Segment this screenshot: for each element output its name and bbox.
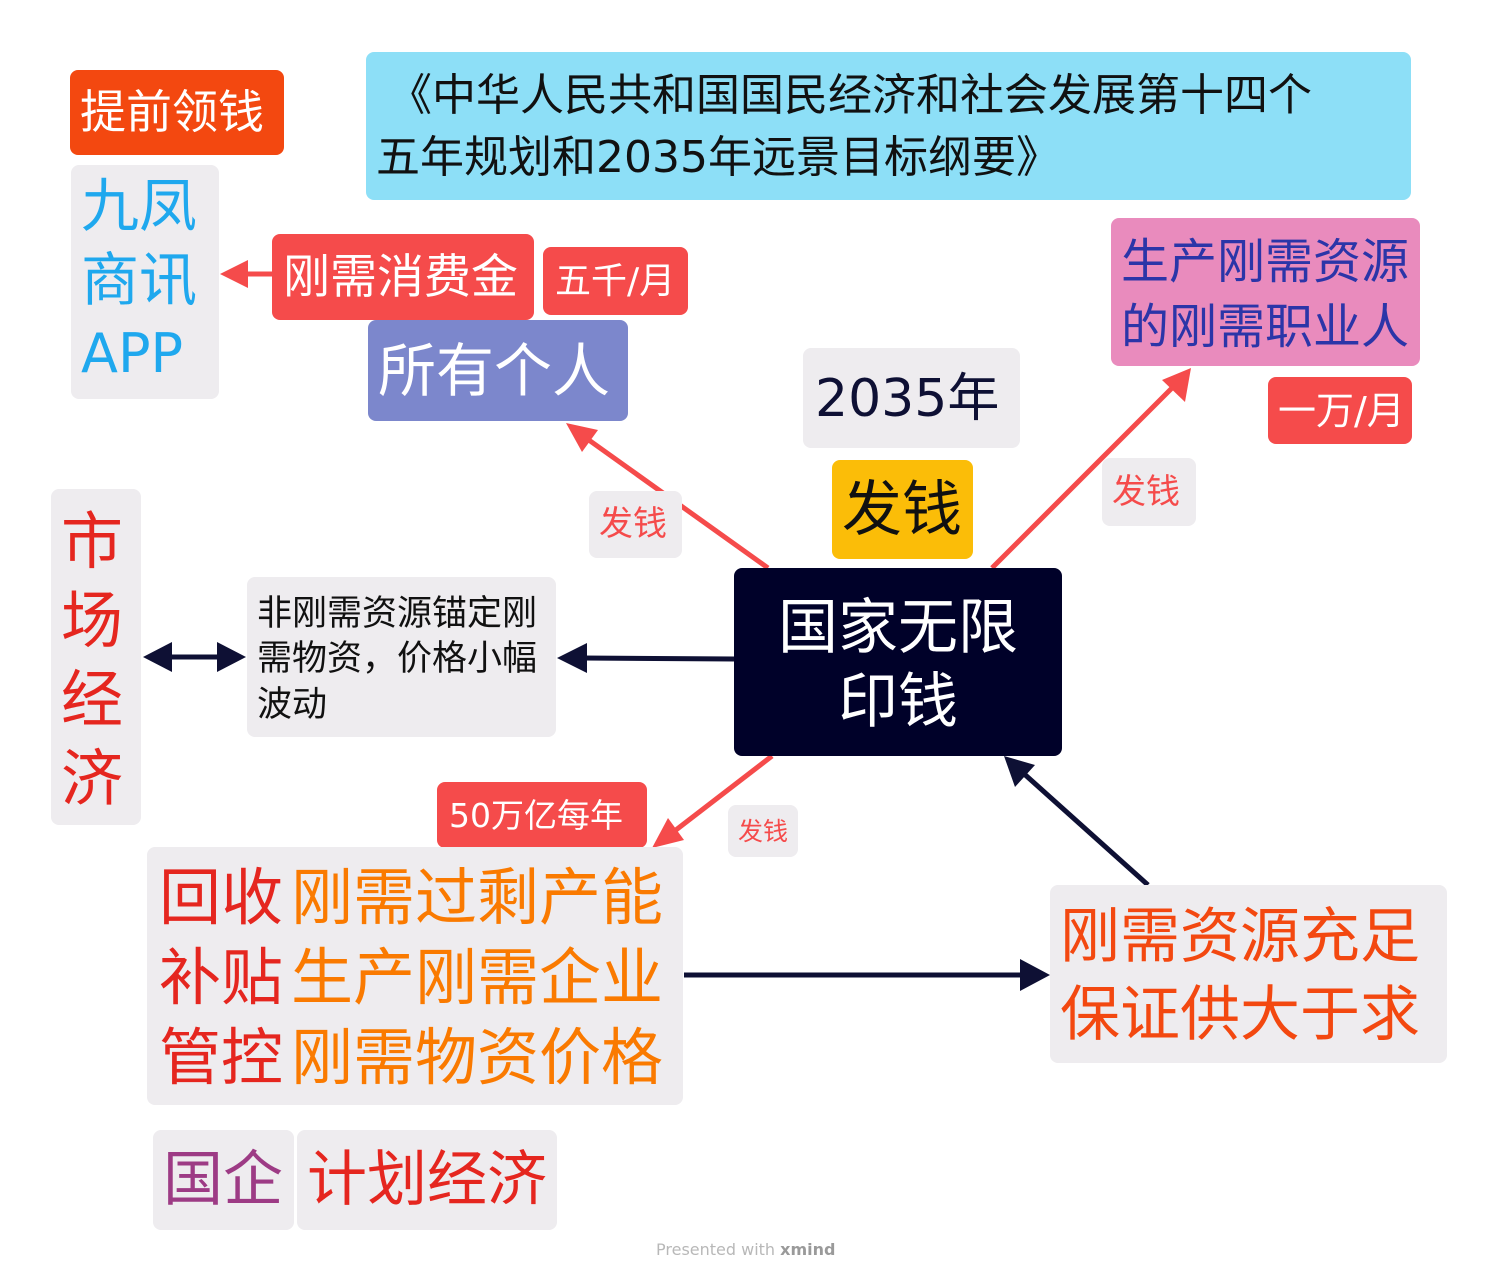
all-individuals-label: 所有个人 [378,337,611,405]
give-money-badge: 发钱 [832,460,973,559]
market-char-2: 场 [61,584,124,657]
plan-title-line2: 五年规划和2035年远景目标纲要》 [376,132,1060,183]
consumption-amount: 五千/月 [555,261,676,302]
annual-amount-badge: 50万亿每年 [437,782,647,848]
footer-prefix: Presented with [656,1240,781,1259]
footer-brand-logo: xmind [780,1240,836,1259]
edge-label-left-up-text: 发钱 [599,504,667,544]
producers-amount: 一万/月 [1278,389,1405,433]
sufficient-resources-box: 刚需资源充足 保证供大于求 [1050,885,1447,1063]
center-node: 国家无限 印钱 [734,568,1062,756]
producers-line2: 的刚需职业人 [1121,299,1410,355]
plan-title-line1: 《中华人民共和国国民经济和社会发展第十四个 [388,70,1312,121]
market-economy-box: 市 场 经 济 [51,489,141,825]
state-enterprise-label: 国企 [163,1145,283,1215]
non-essential-box: 非刚需资源锚定刚 需物资，价格小幅 波动 [247,577,556,737]
app-name-line1: 九凤 [81,172,198,240]
arrow-sufficient-to-center [1004,756,1150,887]
producers-box: 生产刚需资源 的刚需职业人 [1111,218,1420,366]
early-money-badge: 提前领钱 [70,70,284,155]
arrow-actions-to-sufficient [684,959,1050,991]
arrow-consumption-to-app [220,260,274,288]
action-verb-2: 补贴 [159,941,284,1014]
year-label: 2035年 [815,369,1000,429]
arrow-market-double [143,642,246,672]
early-money-label: 提前领钱 [80,85,264,139]
market-char-1: 市 [61,505,124,578]
app-name-line3: APP [81,322,184,385]
app-box: 九凤 商讯 APP [71,165,219,399]
planned-economy-label: 计划经济 [307,1145,547,1215]
sufficient-line2: 保证供大于求 [1060,980,1420,1050]
actions-box: 回收 补贴 管控 刚需过剩产能 生产刚需企业 刚需物资价格 [147,847,683,1105]
edge-label-down-text: 发钱 [738,817,789,846]
arrow-center-to-actions [652,754,774,848]
action-object-1: 刚需过剩产能 [291,861,664,934]
center-line1: 国家无限 [778,593,1018,663]
year-box: 2035年 [803,348,1020,448]
sufficient-line1: 刚需资源充足 [1060,902,1420,972]
arrow-center-to-non-essential [557,643,735,673]
non-essential-line2: 需物资，价格小幅 [257,639,538,679]
edge-label-left-up: 发钱 [589,491,682,558]
annual-amount: 50万亿每年 [449,796,623,835]
center-line2: 印钱 [838,667,958,737]
market-char-4: 济 [61,742,124,815]
market-char-3: 经 [61,663,124,736]
consumption-fund-box: 刚需消费金 [272,234,534,320]
producers-line1: 生产刚需资源 [1121,234,1410,290]
action-verb-1: 回收 [159,861,284,934]
consumption-amount-badge: 五千/月 [543,247,688,315]
footer-watermark: Presented with xmind [656,1242,835,1258]
all-individuals-box: 所有个人 [368,320,628,421]
give-money-label: 发钱 [842,475,962,545]
action-object-2: 生产刚需企业 [291,941,664,1014]
non-essential-line3: 波动 [257,685,328,725]
consumption-fund-label: 刚需消费金 [283,250,518,305]
edge-label-right-up: 发钱 [1102,458,1196,526]
state-enterprise-box: 国企 [153,1130,294,1230]
app-name-line2: 商讯 [81,246,198,314]
non-essential-line1: 非刚需资源锚定刚 [257,594,538,634]
edge-label-down: 发钱 [728,805,798,857]
action-verb-3: 管控 [159,1021,284,1094]
producers-amount-badge: 一万/月 [1268,377,1412,444]
arrow-center-to-producers [990,368,1191,570]
action-object-3: 刚需物资价格 [291,1021,664,1094]
plan-title-box: 《中华人民共和国国民经济和社会发展第十四个 五年规划和2035年远景目标纲要》 [366,52,1411,200]
edge-label-right-up-text: 发钱 [1112,472,1180,512]
planned-economy-box: 计划经济 [297,1130,557,1230]
